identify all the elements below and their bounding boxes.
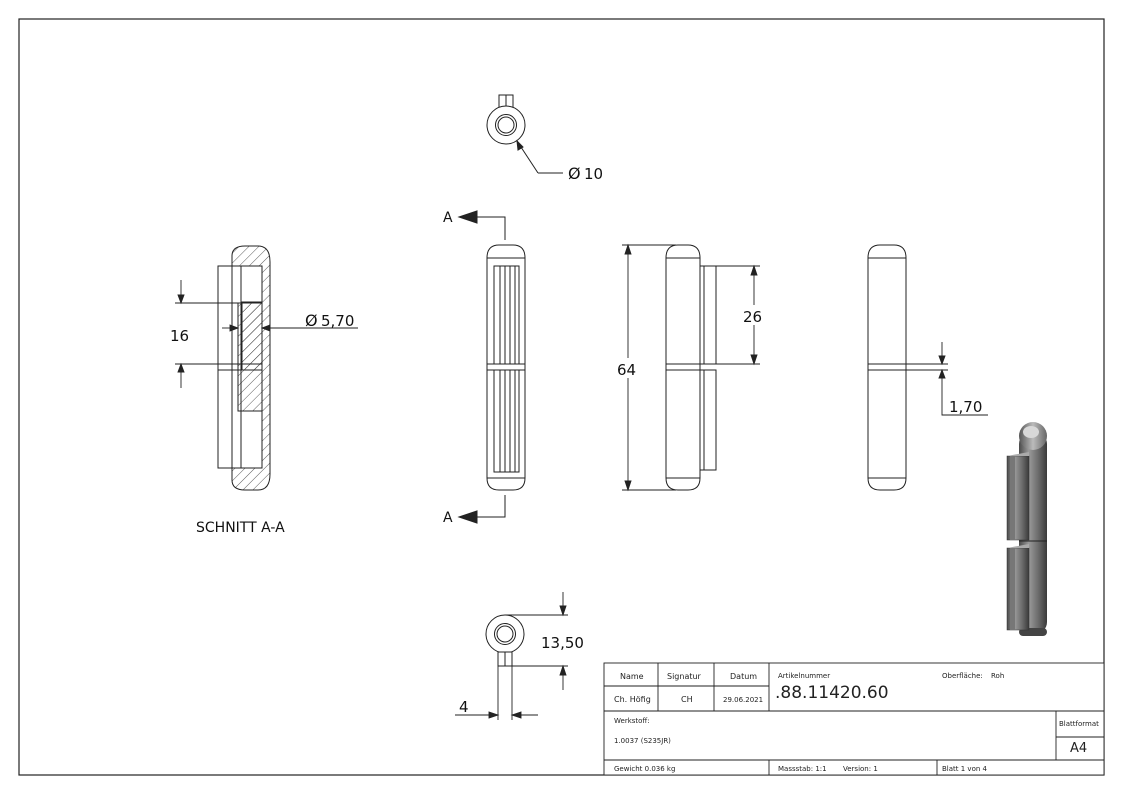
dim-label-bg [741, 305, 767, 325]
section-marker-bottom: A [443, 510, 453, 526]
bottom-view [485, 614, 525, 667]
dim-label-bg [615, 358, 641, 378]
version: Version: 1 [843, 765, 878, 773]
diameter-symbol: Ø [305, 311, 318, 330]
dim-section-diameter: 5,70 [321, 312, 354, 330]
werkstoff-value: 1.0037 (S235JR) [614, 737, 671, 745]
oberflaeche-label: Oberfläche: [942, 672, 983, 680]
pin-view [867, 244, 907, 491]
dim-bottom-height: 13,50 [541, 634, 584, 652]
blatt: Blatt 1 von 4 [942, 765, 988, 773]
artikel-value: .88.11420.60 [775, 683, 889, 703]
werkstoff-label: Werkstoff: [614, 717, 650, 725]
drawing-frame [18, 18, 1105, 776]
hinge-3d-render [1006, 422, 1047, 636]
top-view [486, 94, 563, 174]
front-view [457, 210, 526, 524]
name-value: Ch. Höfig [614, 695, 651, 704]
datum-value: 29.06.2021 [723, 696, 763, 704]
gap-dimension [906, 342, 988, 416]
artikel-label: Artikelnummer [778, 672, 830, 680]
section-view [217, 245, 271, 491]
dim-bottom-width: 4 [459, 698, 469, 716]
side-view [665, 244, 717, 491]
dim-overall-length: 64 [617, 361, 636, 379]
blattformat-value: A4 [1070, 741, 1087, 756]
name-header: Name [620, 672, 644, 681]
bottom-dimensions [455, 592, 568, 720]
dim-leaf-length: 26 [743, 308, 762, 326]
section-dimensions [175, 280, 358, 388]
massstab: Massstab: 1:1 [778, 765, 827, 773]
signatur-value: CH [681, 695, 693, 704]
dim-top-diameter: 10 [584, 165, 603, 183]
oberflaeche-value: Roh [991, 672, 1004, 680]
gewicht: Gewicht 0.036 kg [614, 765, 675, 773]
diameter-symbol: Ø [568, 164, 581, 183]
section-marker-top: A [443, 210, 453, 226]
title-block [603, 662, 1105, 776]
dim-gap: 1,70 [949, 398, 982, 416]
datum-header: Datum [730, 672, 757, 681]
section-title: SCHNITT A-A [196, 520, 285, 536]
blattformat-label: Blattformat [1059, 720, 1099, 728]
signatur-header: Signatur [667, 672, 702, 681]
dim-section-height: 16 [170, 327, 189, 345]
